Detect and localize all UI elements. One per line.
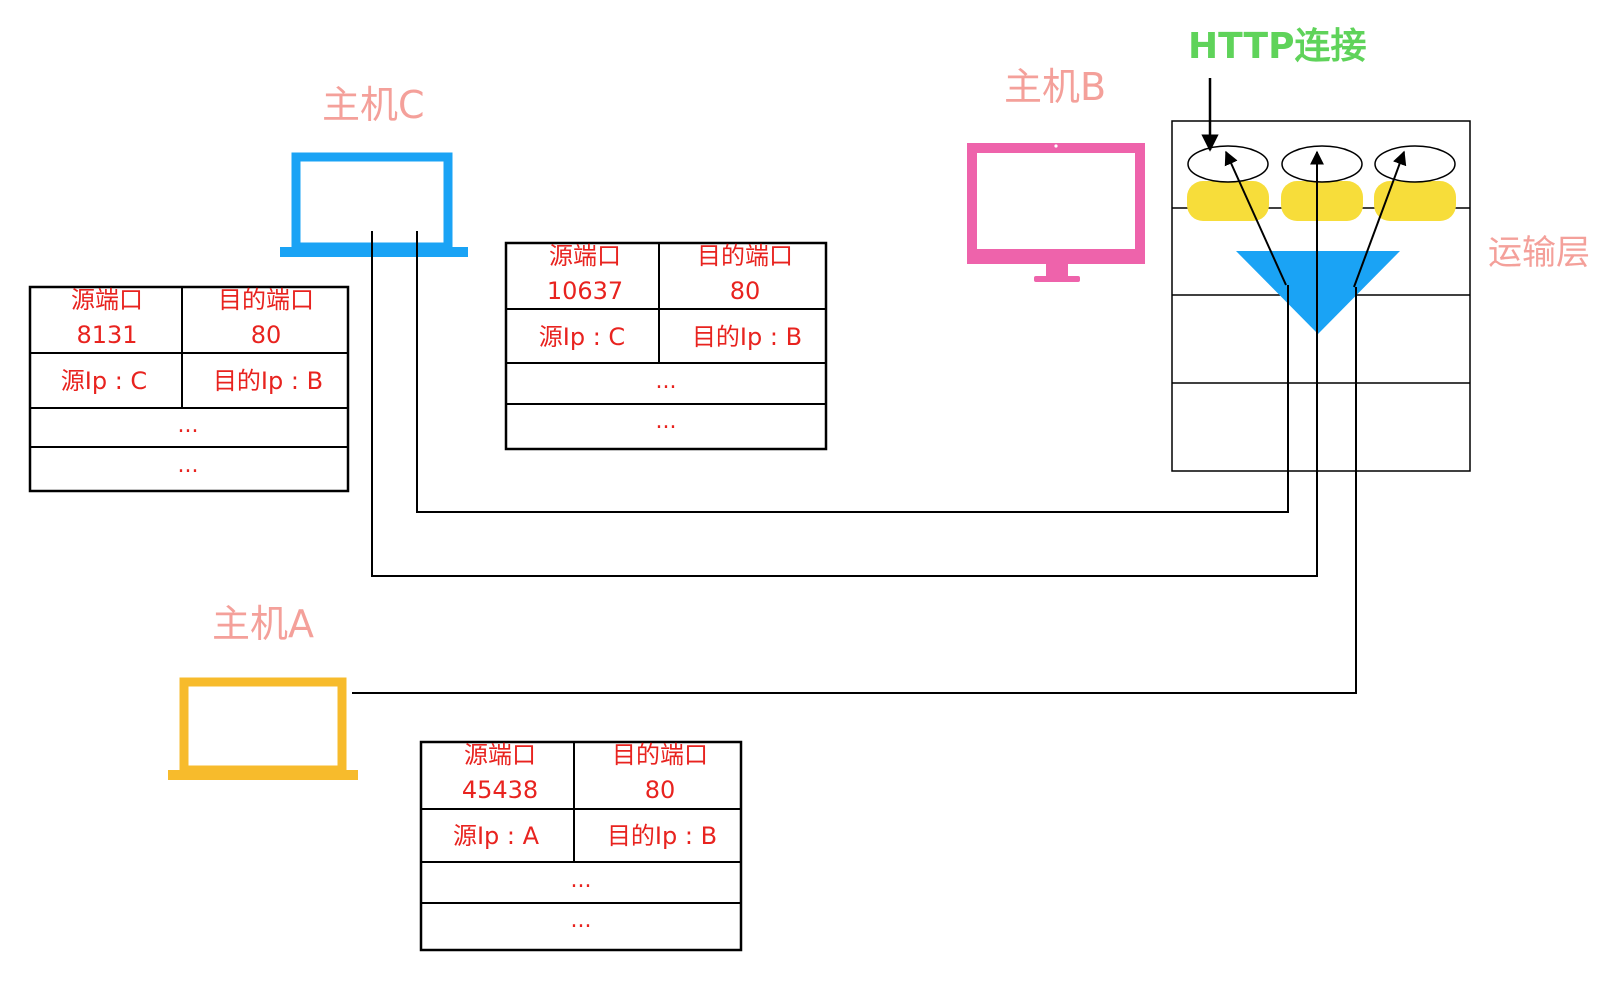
socket-1 [1187, 145, 1269, 183]
connection-table-c-8131: 源端口 8131 目的端口 80 源Ip : C 目的Ip : B ... ..… [28, 285, 350, 493]
table-row-ellipsis: ... [656, 409, 677, 434]
connection-table-a-45438: 源端口 45438 目的端口 80 源Ip : A 目的Ip : B ... .… [419, 740, 743, 952]
connection-line-c-8131 [416, 231, 1289, 513]
dst-ip-value: 目的Ip : B [213, 367, 323, 395]
dst-port-value: 80 [645, 776, 676, 804]
host-b-monitor-icon [967, 143, 1145, 282]
host-a-laptop-icon [168, 677, 358, 780]
table-row-ellipsis: ... [178, 453, 199, 478]
host-c-label: 主机C [322, 83, 425, 127]
src-port-value: 10637 [547, 277, 623, 305]
src-port-value: 8131 [76, 321, 137, 349]
dst-port-value: 80 [730, 277, 761, 305]
src-port-value: 45438 [462, 776, 538, 804]
dst-port-header: 目的端口 [218, 286, 314, 314]
transport-layer-label: 运输层 [1488, 233, 1590, 273]
connection-line-a-45438 [352, 287, 1357, 694]
src-port-header: 源端口 [71, 286, 143, 314]
table-row-ellipsis: ... [178, 413, 199, 438]
demux-arrow-3 [1353, 150, 1407, 288]
socket-2 [1281, 145, 1363, 183]
host-b-label: 主机B [1004, 65, 1106, 109]
http-connection-label: HTTP连接 [1188, 26, 1366, 67]
table-row-ellipsis: ... [571, 908, 592, 933]
host-b-protocol-stack [1171, 120, 1471, 472]
src-ip-value: 源Ip : C [61, 367, 147, 395]
table-row-ellipsis: ... [656, 369, 677, 394]
host-a-label: 主机A [212, 602, 314, 646]
demux-arrow-1 [1224, 150, 1287, 286]
connection-line-c-10637 [371, 231, 1318, 577]
dst-port-header: 目的端口 [612, 741, 708, 769]
socket-3 [1374, 145, 1456, 183]
socket-buffer-2 [1281, 181, 1363, 221]
socket-buffer-3 [1374, 181, 1456, 221]
host-c-laptop-icon [280, 152, 468, 257]
src-port-header: 源端口 [464, 741, 536, 769]
socket-buffer-1 [1187, 181, 1269, 221]
dst-port-header: 目的端口 [697, 242, 793, 270]
dst-ip-value: 目的Ip : B [607, 822, 717, 850]
src-ip-value: 源Ip : A [453, 822, 540, 850]
table-row-ellipsis: ... [571, 868, 592, 893]
src-ip-value: 源Ip : C [539, 323, 625, 351]
dst-ip-value: 目的Ip : B [692, 323, 802, 351]
src-port-header: 源端口 [549, 242, 621, 270]
dst-port-value: 80 [251, 321, 282, 349]
connection-table-c-10637: 源端口 10637 目的端口 80 源Ip : C 目的Ip : B ... .… [504, 241, 828, 451]
